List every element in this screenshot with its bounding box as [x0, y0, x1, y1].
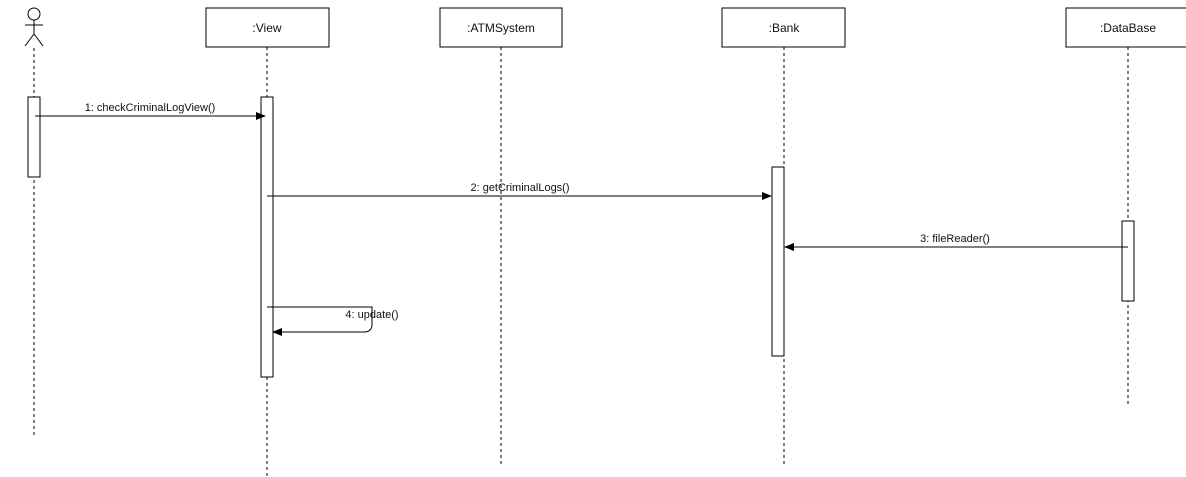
participant-bank-label: :Bank — [769, 21, 801, 35]
activation-database — [1121, 220, 1135, 302]
participant-bank: :Bank — [721, 7, 846, 48]
participant-database: :DataBase — [1065, 7, 1186, 48]
message-1-label: 1: checkCriminalLogView() — [85, 102, 216, 114]
actor-head — [27, 7, 41, 21]
message-2-label: 2: getCriminalLogs() — [470, 182, 569, 194]
participant-view-box — [205, 7, 330, 48]
message-3-label: 3: fileReader() — [920, 233, 990, 245]
participant-database-label: :DataBase — [1100, 21, 1156, 35]
actor-left-leg — [24, 33, 35, 47]
activation-view — [260, 96, 274, 378]
message-4-arrow — [267, 306, 373, 336]
participant-atm-label: :ATMSystem — [467, 21, 535, 35]
participant-view-label: :View — [252, 21, 281, 35]
message-3: 3: fileReader() — [784, 233, 1128, 251]
participant-database-box — [1065, 7, 1186, 48]
participant-bank-box — [721, 7, 846, 48]
message-2: 2: getCriminalLogs() — [267, 182, 772, 200]
actor-right-leg — [33, 33, 44, 47]
participant-atm: :ATMSystem — [439, 7, 563, 48]
message-1: 1: checkCriminalLogView() — [35, 102, 266, 120]
participant-atm-box — [439, 7, 563, 48]
actor-figure — [24, 7, 44, 47]
activation-actor — [27, 96, 41, 178]
message-4-label: 4: update() — [345, 309, 398, 321]
activation-bank — [771, 166, 785, 357]
participant-view: :View — [205, 7, 330, 48]
message-4: 4: update() — [267, 306, 399, 336]
